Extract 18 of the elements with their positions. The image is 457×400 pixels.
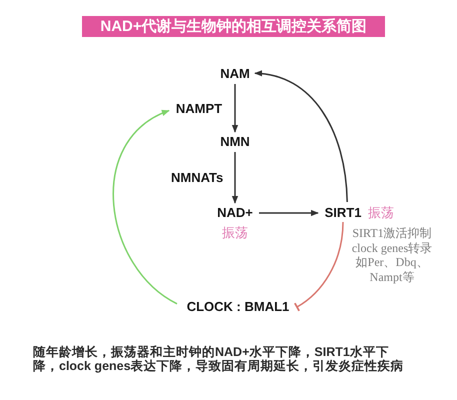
node-label: NMN [217,134,253,150]
enzyme-label: NMNATs [171,170,224,186]
arrow [232,152,238,204]
node-label: NAMPT [172,101,226,117]
caption-text: 随年龄增长，振荡器和主时钟的NAD+水平下降，SIRT1水平下降，clock genes表达下降，导致固有周期延长，引发炎症性疾病 [33,345,405,373]
title-banner: NAD+代谢与生物钟的相互调控关系简图 [82,16,385,37]
annotation-text: 振荡 [222,225,248,241]
inhibition-line [294,222,344,312]
node-label: CLOCK : BMAL1 [180,299,296,315]
annotation-text: 振荡 [368,205,394,221]
annotation-text: SIRT1激活抑制clock genes转录如Per、Dbq、Nampt等 [350,226,434,284]
node-label: NAM [218,66,252,82]
node-label: SIRT1 [322,205,364,221]
node-label: NAD+ [215,205,255,221]
curved-arrow [112,110,178,304]
arrow [232,84,238,133]
arrow [259,210,319,216]
curved-arrow [254,70,348,202]
